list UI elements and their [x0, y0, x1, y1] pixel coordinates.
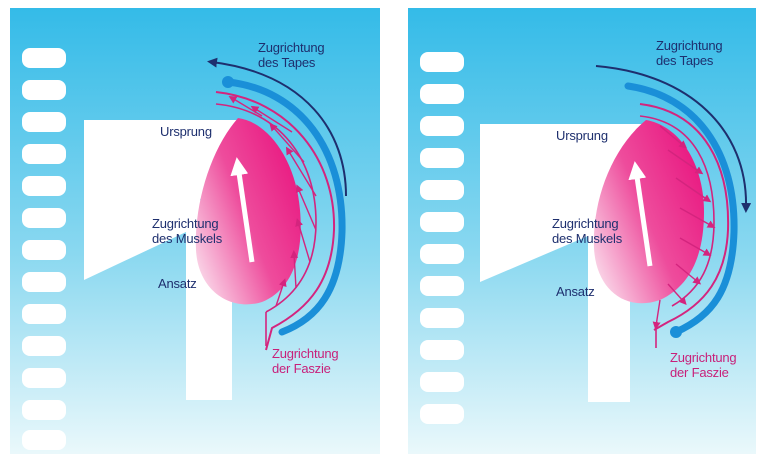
label-origin: Ursprung: [160, 124, 212, 139]
label-tape-direction: Zugrichtung des Tapes: [656, 38, 722, 68]
label-insertion: Ansatz: [158, 276, 197, 291]
label-origin: Ursprung: [556, 128, 608, 143]
label-muscle-direction: Zugrichtung des Muskels: [552, 216, 622, 246]
label-fascia-direction: Zugrichtung der Faszie: [272, 346, 338, 376]
label-muscle-direction: Zugrichtung des Muskels: [152, 216, 222, 246]
tape-anchor: [222, 76, 234, 88]
label-fascia-direction: Zugrichtung der Faszie: [670, 350, 736, 380]
label-insertion: Ansatz: [556, 284, 595, 299]
label-tape-direction: Zugrichtung des Tapes: [258, 40, 324, 70]
tape-anchor: [670, 326, 682, 338]
